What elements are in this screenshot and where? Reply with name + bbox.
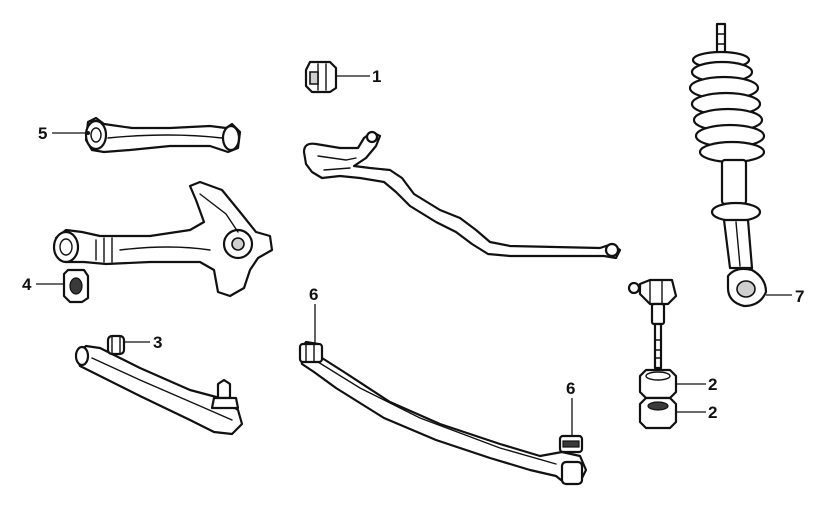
callout-1: 1 <box>372 67 381 86</box>
stabilizer-bar <box>302 130 622 260</box>
callout-4: 4 <box>22 275 32 294</box>
callout-6a: 6 <box>309 285 318 304</box>
callout-5: 5 <box>38 124 47 143</box>
callout-7: 7 <box>795 287 804 306</box>
part-7-coil-over-shock <box>688 22 768 308</box>
callout-2a: 2 <box>708 375 717 394</box>
part-1-stabilizer-bushing <box>304 60 338 94</box>
callout-2b: 2 <box>708 403 717 422</box>
part-3-lower-arm <box>74 334 244 436</box>
callout-6b: 6 <box>566 379 575 398</box>
steering-knuckle <box>52 180 274 298</box>
part-4-bushing <box>62 268 90 304</box>
callout-3: 3 <box>153 333 162 352</box>
stabilizer-link <box>627 278 678 370</box>
part-5-upper-arm <box>84 116 242 154</box>
part-2-bushing-upper <box>638 368 678 400</box>
part-2-bushing-lower <box>638 396 678 430</box>
coil-spring <box>688 60 766 164</box>
part-6-drag-link <box>298 340 588 486</box>
